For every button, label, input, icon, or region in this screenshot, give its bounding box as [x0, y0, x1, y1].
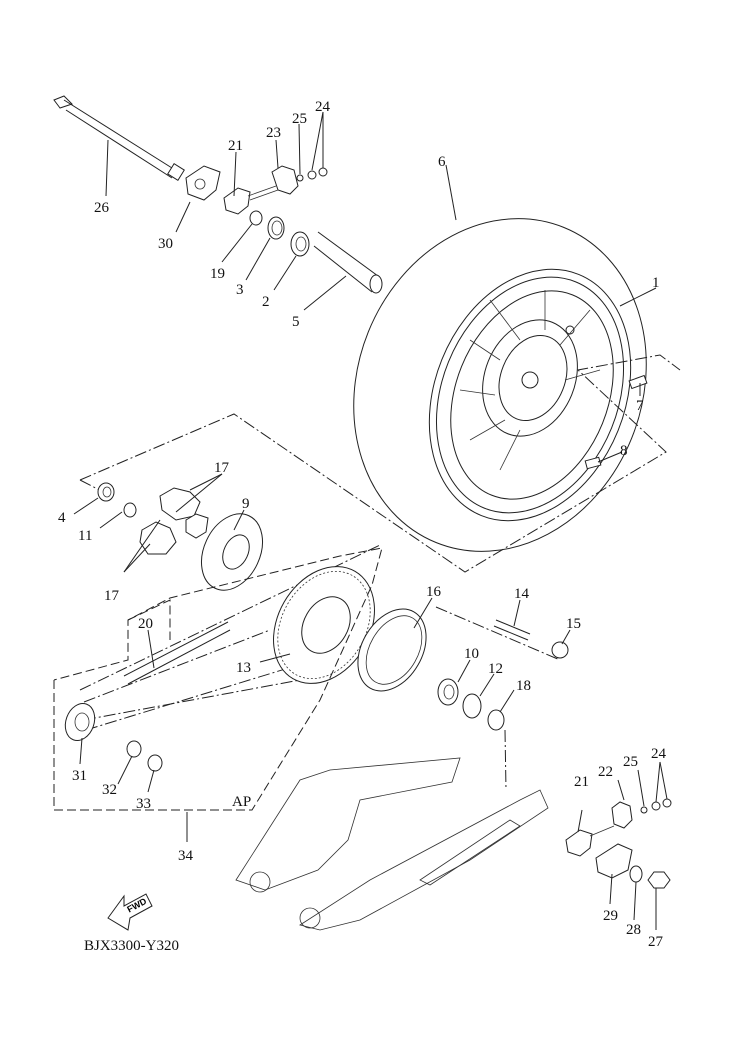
callout-17-bottom: 17	[104, 588, 120, 604]
part-nut-24-top-b	[318, 167, 328, 177]
part-sprocket-13	[273, 566, 375, 684]
callout-1: 1	[652, 275, 660, 291]
part-adjuster-21-bottom	[565, 825, 615, 857]
part-collar-11	[123, 502, 137, 518]
part-nut-27	[647, 871, 671, 889]
callout-11: 11	[78, 528, 92, 544]
callout-4: 4	[58, 510, 66, 526]
callout-26: 26	[94, 200, 110, 216]
part-valve-7	[628, 374, 648, 390]
callout-32: 32	[102, 782, 117, 798]
part-hub-clutch-9	[201, 513, 263, 591]
callout-21-bottom: 21	[574, 774, 589, 790]
callout-15: 15	[566, 616, 581, 632]
callout-5: 5	[292, 314, 300, 330]
part-axle	[53, 95, 185, 181]
leader-lines	[73, 111, 668, 930]
part-nut-24-bottom-a	[651, 801, 661, 811]
callout-30: 30	[158, 236, 173, 252]
callout-16: 16	[426, 584, 442, 600]
part-spacer-5	[313, 231, 383, 294]
callout-7: 7	[636, 398, 644, 414]
callout-25-top: 25	[292, 111, 307, 127]
callout-18: 18	[516, 678, 531, 694]
callout-3: 3	[236, 282, 244, 298]
part-nut-33	[147, 754, 163, 772]
callout-10: 10	[464, 646, 479, 662]
part-swingarm	[235, 757, 549, 931]
callout-24-top: 24	[315, 99, 331, 115]
callout-21-top: 21	[228, 138, 243, 154]
part-nut-24-bottom-b	[662, 798, 672, 808]
part-washer-32	[126, 740, 142, 758]
part-nut-15	[551, 641, 569, 659]
part-plate-22	[611, 801, 633, 829]
callout-33: 33	[136, 796, 151, 812]
part-collar-19	[249, 210, 263, 226]
callout-23: 23	[266, 125, 281, 141]
callouts: 26 30 21 23 25 24 19 3 2 5 6 1 7 8 17 17…	[58, 99, 667, 950]
assembly-outline-wheel	[79, 354, 681, 573]
part-collar-18	[487, 709, 505, 731]
part-washer-25-top	[296, 174, 304, 182]
callout-12: 12	[488, 661, 503, 677]
callout-17-top: 17	[214, 460, 230, 476]
callout-19: 19	[210, 266, 225, 282]
part-bearing-2	[290, 231, 310, 257]
part-plate-23	[271, 165, 299, 195]
assembly-outline-ap	[53, 547, 383, 811]
callout-34: 34	[178, 848, 194, 864]
part-washer-28	[629, 865, 643, 883]
part-disc-16	[357, 608, 427, 692]
part-drive-sprocket-31	[64, 703, 96, 741]
callout-8: 8	[620, 443, 628, 459]
part-chain-20	[123, 621, 231, 685]
part-nut-24-top-a	[307, 170, 317, 180]
part-adjuster-21-top	[223, 185, 279, 215]
callout-27: 27	[648, 934, 664, 950]
callout-28: 28	[626, 922, 641, 938]
part-seal-12	[462, 693, 482, 719]
fwd-arrow-icon: FWD	[107, 893, 153, 931]
callout-2: 2	[262, 294, 270, 310]
diagram-code: BJX3300-Y320	[84, 938, 179, 954]
part-block-29	[595, 843, 633, 879]
part-wheel-tire	[353, 218, 647, 552]
callout-6: 6	[438, 154, 446, 170]
part-adjuster-block-30	[185, 165, 221, 201]
part-washer-25-bottom	[640, 806, 648, 814]
callout-29: 29	[603, 908, 618, 924]
part-stud-14	[493, 619, 531, 641]
callout-14: 14	[514, 586, 530, 602]
part-bearing-10	[437, 678, 459, 706]
part-dampers-17	[139, 487, 209, 555]
callout-20: 20	[138, 616, 153, 632]
callout-31: 31	[72, 768, 87, 784]
callout-22: 22	[598, 764, 613, 780]
ap-label: AP	[232, 794, 251, 810]
callout-9: 9	[242, 496, 250, 512]
callout-13: 13	[236, 660, 251, 676]
callout-25-bottom: 25	[623, 754, 638, 770]
part-bearing-4	[97, 482, 115, 502]
callout-24-bottom: 24	[651, 746, 667, 762]
